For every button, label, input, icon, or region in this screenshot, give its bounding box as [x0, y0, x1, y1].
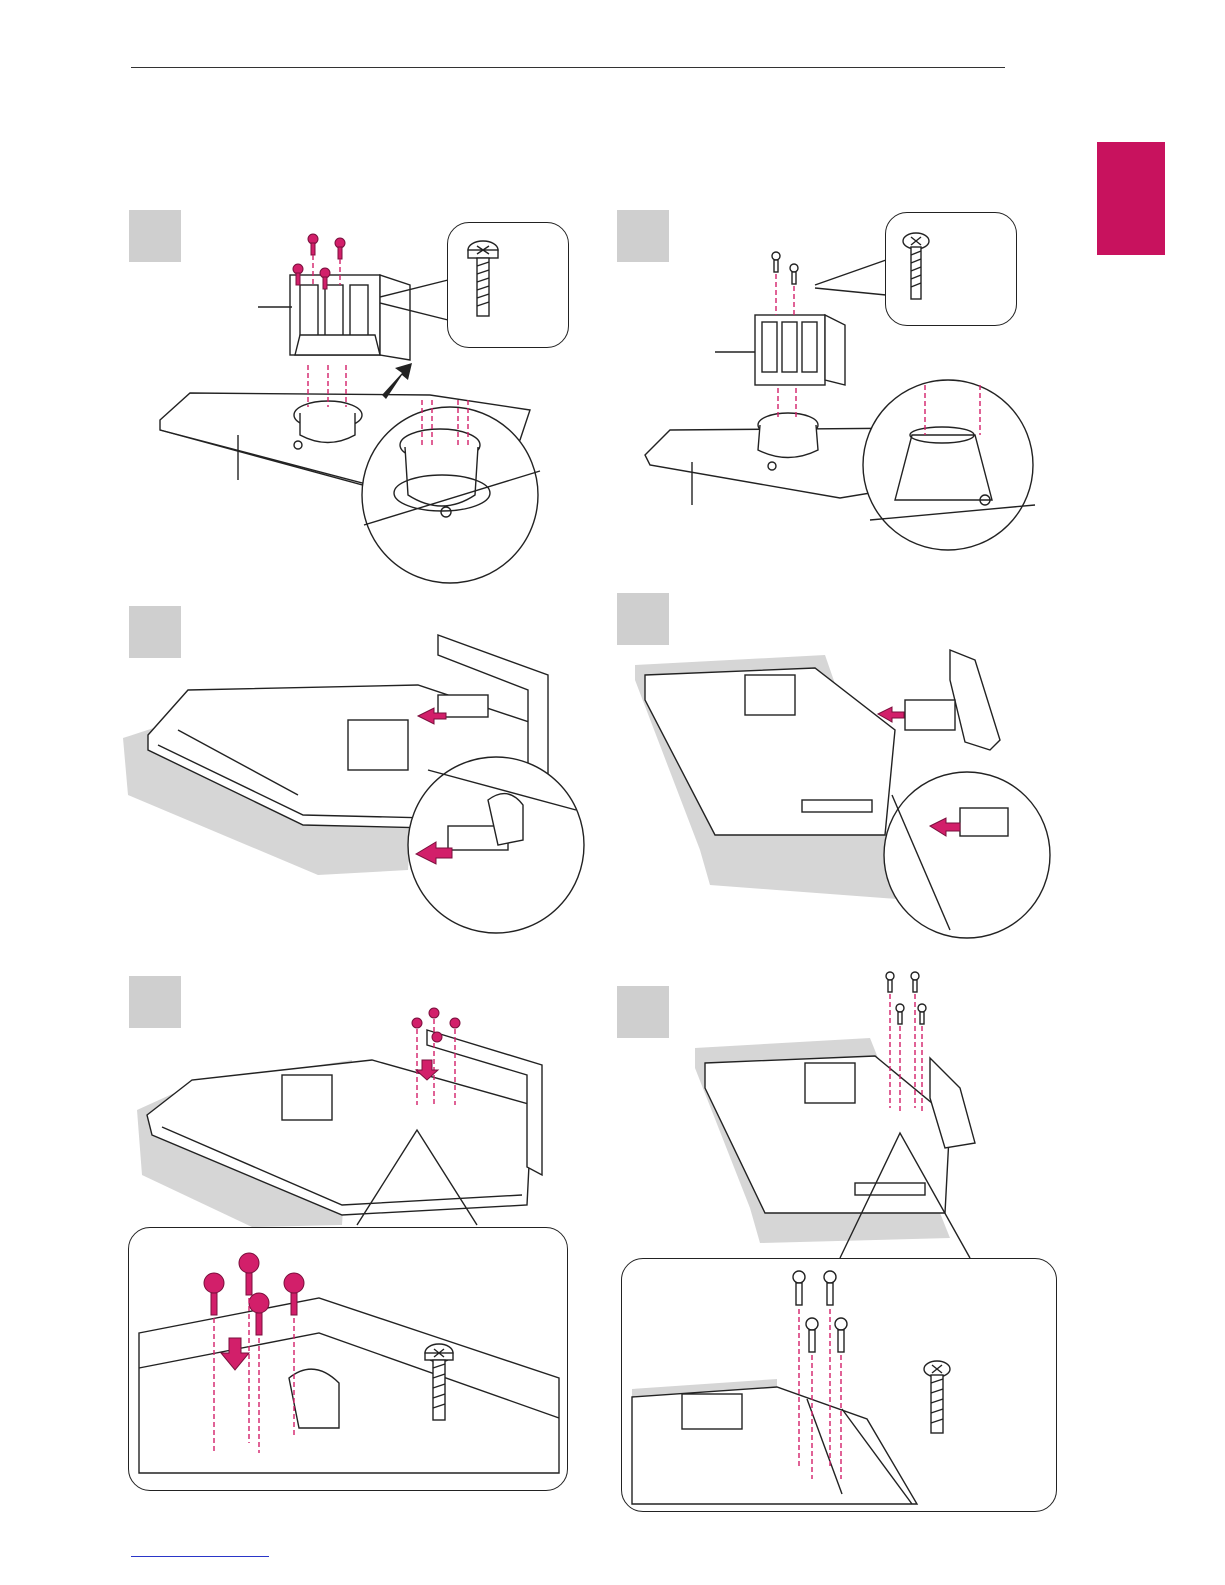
step-3-left-detail-panel	[128, 1227, 568, 1491]
footer-link-line	[131, 1556, 269, 1557]
stand-body-icon	[755, 315, 845, 385]
stand-body-icon	[290, 275, 410, 360]
screw-icon	[458, 238, 508, 328]
arrow-icon	[382, 363, 412, 399]
screw-icon	[896, 231, 936, 311]
step-1-right-screw-callout	[885, 212, 1017, 326]
step-2-right-illustration	[630, 650, 1050, 940]
step-1-left-screw-callout	[447, 222, 569, 348]
step-3-left-illustration	[132, 1005, 572, 1235]
screw-icon	[412, 1008, 460, 1042]
step-3-right-detail-panel	[621, 1258, 1057, 1512]
screw-icon	[924, 1361, 950, 1433]
screw-icon	[772, 252, 798, 284]
step-3-right-illustration	[690, 968, 990, 1258]
language-tab	[1097, 142, 1165, 255]
step-2-left-illustration	[118, 630, 578, 930]
step-3-right-box	[617, 986, 669, 1038]
tv-back-icon	[645, 668, 895, 835]
tv-back-icon	[705, 1056, 950, 1213]
screw-icon	[886, 972, 926, 1024]
header-rule	[131, 67, 1005, 68]
step-2-right-box	[617, 593, 669, 645]
screw-icon	[793, 1271, 847, 1352]
